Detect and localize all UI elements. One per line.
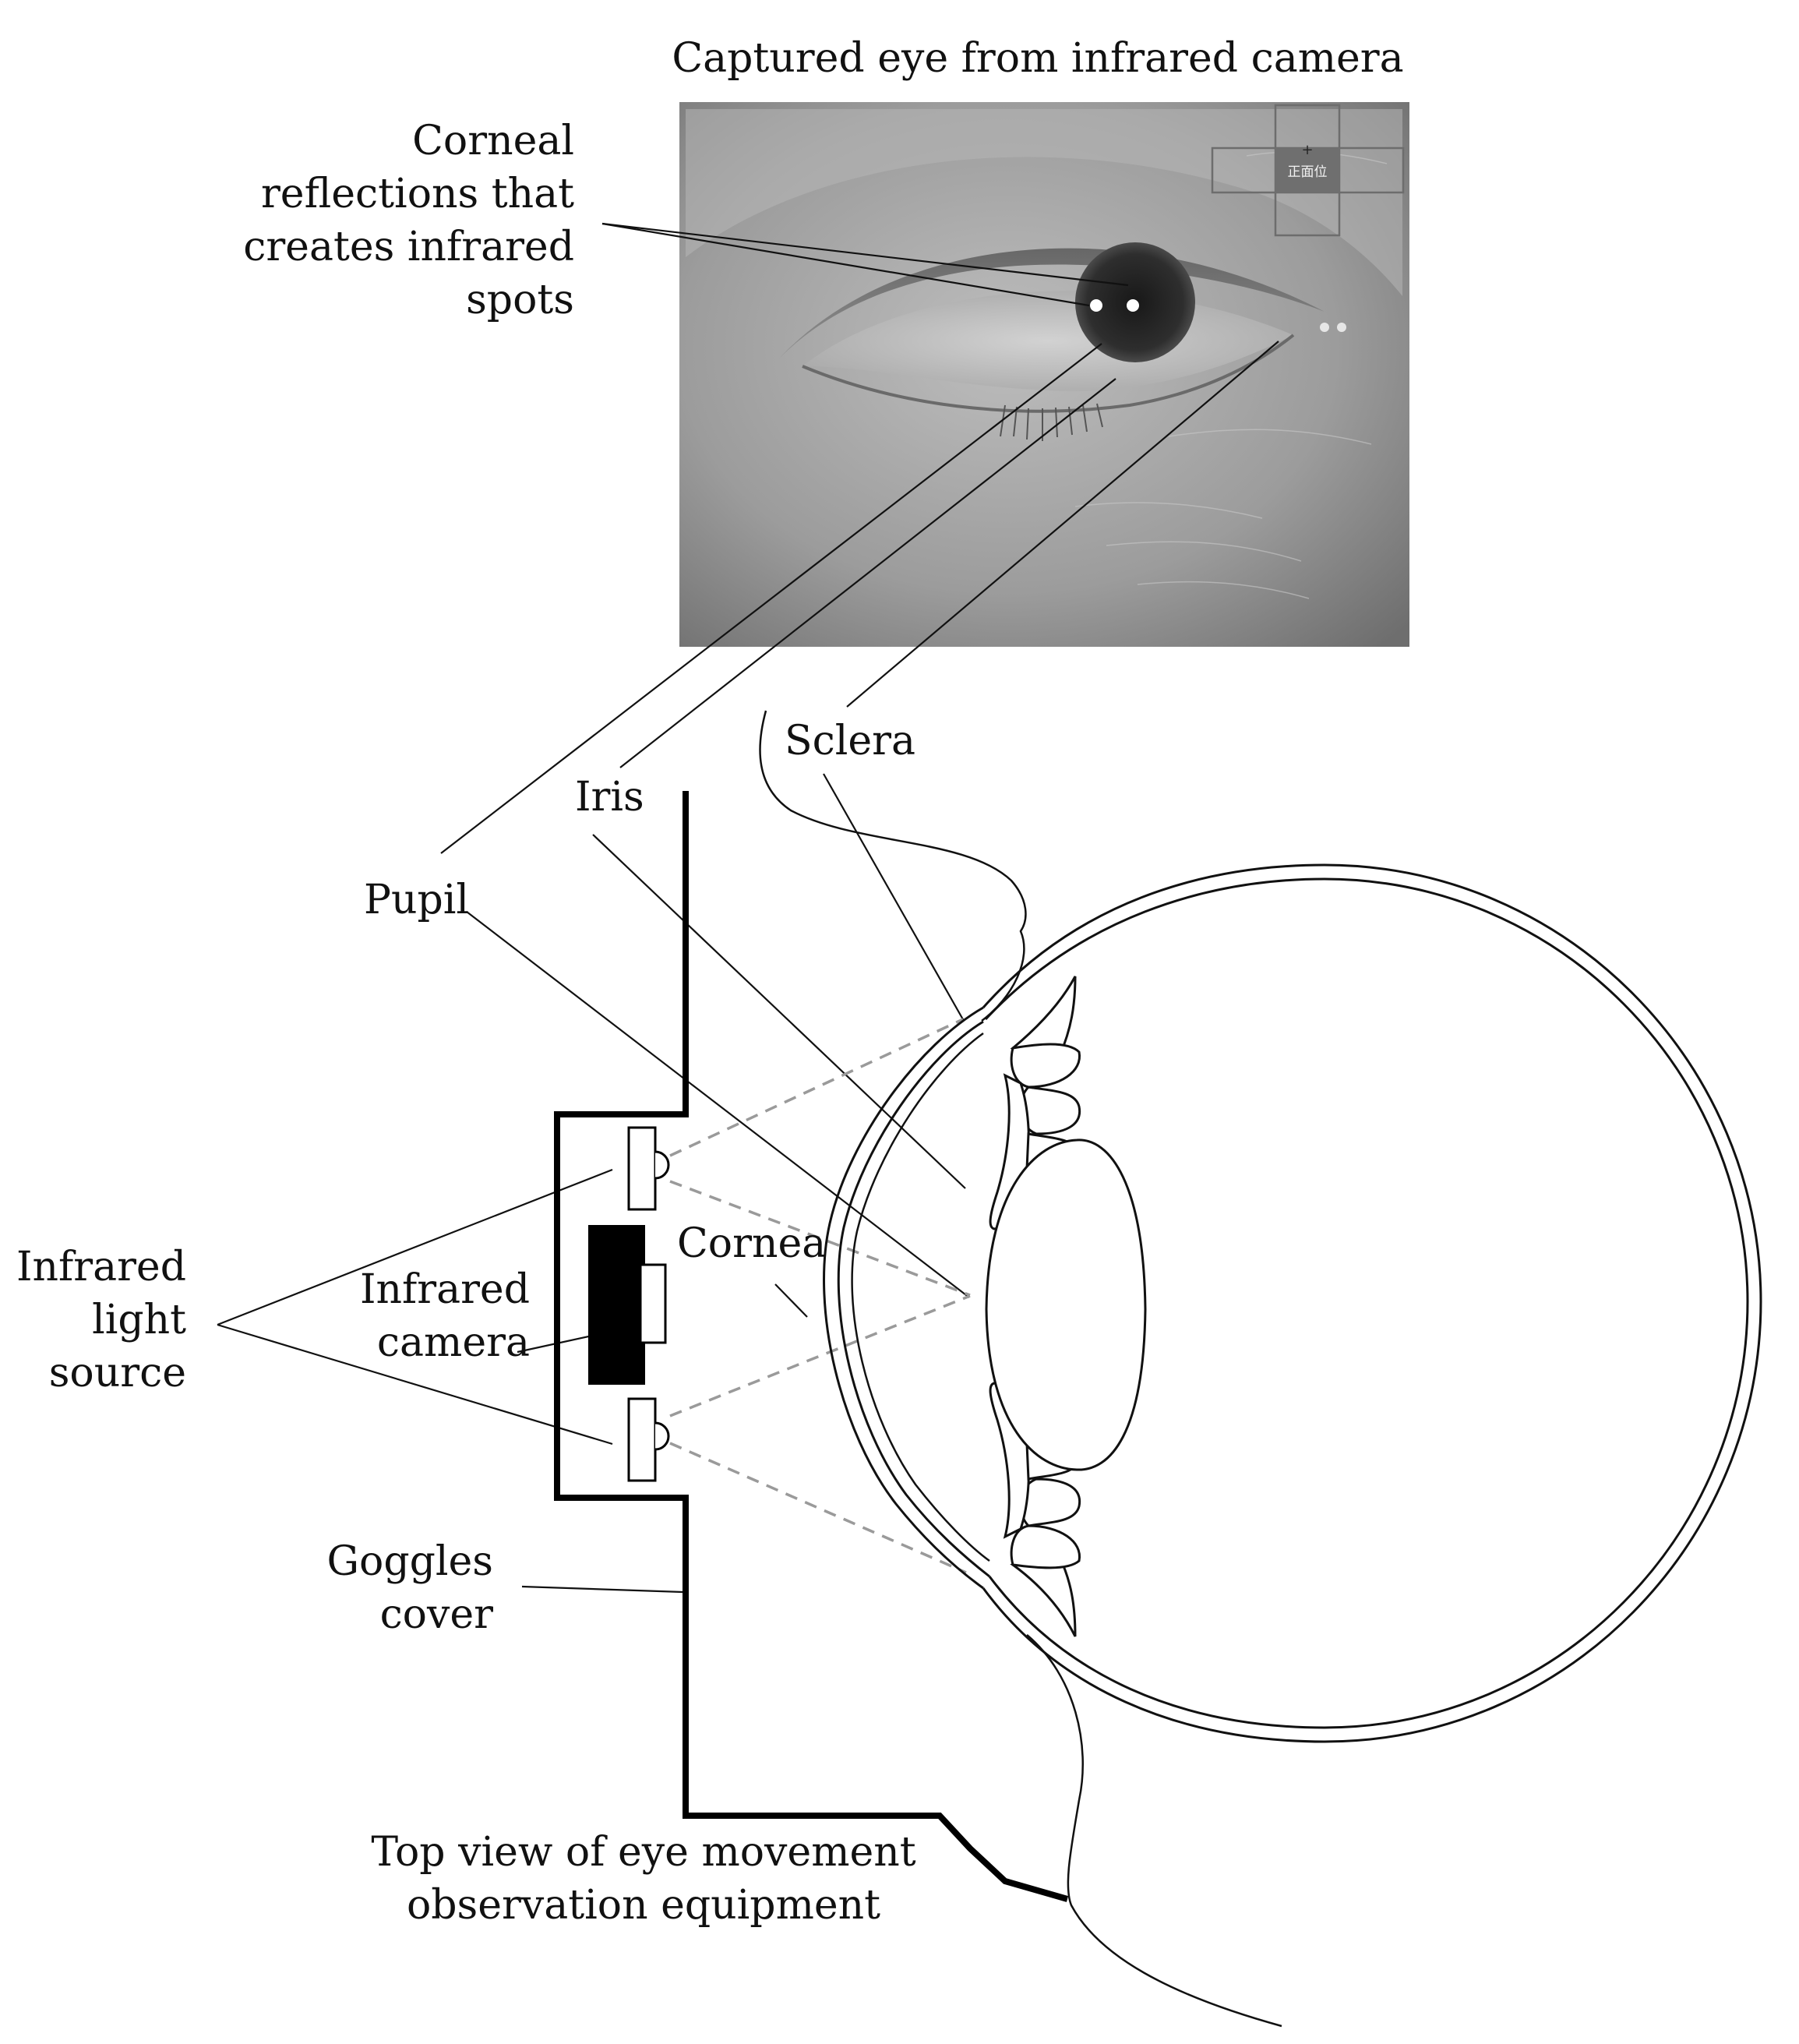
eyeball-cross-section (823, 863, 1762, 1743)
svg-text:Corneal: Corneal (412, 118, 574, 164)
svg-text:Infrared: Infrared (16, 1244, 186, 1290)
label-corneal-reflections: Corneal reflections that creates infrare… (243, 118, 574, 323)
overlay-mark: + (1301, 142, 1313, 158)
face-profile (759, 710, 1027, 1022)
label-infrared-light-source: Infrared light source (16, 1244, 186, 1396)
svg-text:camera: camera (377, 1319, 530, 1366)
infrared-eye-photo: + 正面位 (679, 102, 1409, 647)
svg-text:creates infrared: creates infrared (243, 224, 574, 270)
overlay-label: 正面位 (1288, 164, 1328, 180)
leader-lines (217, 222, 1279, 1594)
eyeball-sclera (982, 863, 1762, 1743)
svg-text:Infrared: Infrared (360, 1266, 530, 1313)
eyeball-lens (985, 1138, 1147, 1471)
label-sclera: Sclera (785, 718, 915, 764)
label-infrared-camera: Infrared camera (360, 1266, 530, 1366)
svg-text:cover: cover (380, 1591, 494, 1638)
infrared-camera-device (588, 1225, 667, 1385)
cheek-profile (1026, 1634, 1282, 2028)
svg-text:spots: spots (466, 277, 574, 323)
label-cornea: Cornea (677, 1220, 826, 1267)
svg-text:Goggles: Goggles (326, 1538, 493, 1585)
figure-caption: Top view of eye movement observation equ… (371, 1829, 915, 1929)
svg-text:reflections that: reflections that (261, 171, 574, 217)
label-iris: Iris (575, 774, 644, 821)
goggles-cover (554, 791, 1069, 1902)
svg-text:source: source (49, 1350, 186, 1396)
infrared-light-source-top (627, 1126, 670, 1211)
svg-text:Top view of eye movement: Top view of eye movement (371, 1829, 915, 1876)
svg-text:observation equipment: observation equipment (407, 1882, 880, 1929)
label-pupil: Pupil (364, 877, 469, 923)
corneal-reflection-spot (1090, 299, 1102, 312)
corneal-reflection-spot (1127, 299, 1139, 312)
label-goggles-cover: Goggles cover (326, 1538, 493, 1638)
infrared-light-source-bottom (627, 1397, 670, 1482)
photo-title: Captured eye from infrared camera (672, 35, 1403, 82)
svg-text:light: light (92, 1297, 186, 1343)
eyeball-cornea (823, 1006, 984, 1590)
infrared-rays (669, 1018, 971, 1574)
